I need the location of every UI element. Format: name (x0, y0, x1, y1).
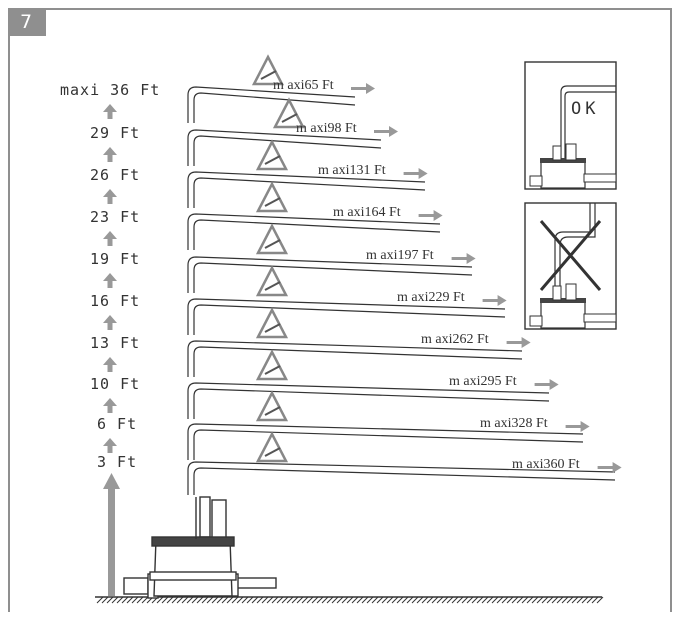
pipe-run (187, 86, 356, 123)
warning-triangle-icon (255, 431, 289, 463)
inset-incorrect-routing (524, 202, 617, 330)
run-length-label: m axi360 Ft (512, 457, 580, 472)
warning-triangle-icon (255, 139, 289, 171)
height-label: 26 Ft (90, 166, 140, 184)
right-arrow (565, 421, 590, 432)
right-arrow (418, 210, 443, 221)
right-arrow (403, 168, 428, 179)
up-arrow (103, 438, 117, 453)
run-length-label: m axi164 Ft (333, 205, 401, 220)
warning-triangle-icon (255, 265, 289, 297)
warning-triangle-icon (255, 349, 289, 381)
right-arrow (597, 462, 622, 473)
pipe-run (187, 461, 616, 495)
warning-triangle-icon (255, 223, 289, 255)
pipe-run (187, 213, 441, 250)
run-length-label: m axi131 Ft (318, 163, 386, 178)
run-length-label: m axi328 Ft (480, 416, 548, 431)
up-arrow (103, 398, 117, 413)
base-height-arrow (103, 473, 120, 596)
pipe-run (187, 423, 584, 460)
warning-icons (251, 54, 306, 463)
run-length-label: m axi98 Ft (296, 121, 357, 136)
up-arrow (103, 315, 117, 330)
up-arrow (103, 231, 117, 246)
height-label: 13 Ft (90, 334, 140, 352)
height-label: 16 Ft (90, 292, 140, 310)
up-arrow (103, 104, 117, 119)
pipe-run (187, 298, 506, 335)
height-label: maxi 36 Ft (60, 81, 160, 99)
discharge-pipes (187, 86, 616, 495)
run-length-label: m axi197 Ft (366, 248, 434, 263)
figure-frame (8, 8, 672, 612)
height-label: 6 Ft (97, 415, 137, 433)
warning-triangle-icon (255, 181, 289, 213)
ground (95, 596, 604, 604)
inset-correct-routing: OK (524, 61, 617, 190)
pipe-run (187, 340, 523, 377)
height-scale: maxi 36 Ft 29 Ft 26 Ft 23 Ft 19 Ft 16 Ft 13 Ft… (60, 81, 160, 471)
up-arrow (103, 147, 117, 162)
pipe-run (187, 382, 550, 419)
right-arrow (351, 83, 375, 94)
run-length-label: m axi262 Ft (421, 332, 489, 347)
height-label: 19 Ft (90, 250, 140, 268)
warning-triangle-icon (251, 54, 285, 86)
ok-label: OK (571, 99, 599, 119)
warning-triangle-icon (255, 307, 289, 339)
height-label: 10 Ft (90, 375, 140, 393)
up-arrow (103, 357, 117, 372)
height-label: 3 Ft (97, 453, 137, 471)
run-length-labels: m axi65 Ft m axi98 Ft m axi131 Ft m axi164 … (273, 78, 622, 473)
run-length-label: m axi229 Ft (397, 290, 465, 305)
height-label: 29 Ft (90, 124, 140, 142)
height-label: 23 Ft (90, 208, 140, 226)
run-length-label: m axi295 Ft (449, 374, 517, 389)
step-number-badge: 7 (8, 8, 46, 36)
pipe-run (187, 129, 382, 166)
right-arrow (451, 253, 476, 264)
right-arrow (374, 126, 398, 137)
right-arrow (482, 295, 507, 306)
run-length-label: m axi65 Ft (273, 78, 334, 93)
pipe-run (187, 171, 426, 208)
pipe-run (187, 256, 473, 293)
pump-unit (123, 496, 277, 599)
right-arrow (534, 379, 559, 390)
warning-triangle-icon (255, 390, 289, 422)
right-arrow (506, 337, 531, 348)
up-arrow (103, 273, 117, 288)
up-arrow (103, 189, 117, 204)
warning-triangle-icon (272, 97, 306, 129)
